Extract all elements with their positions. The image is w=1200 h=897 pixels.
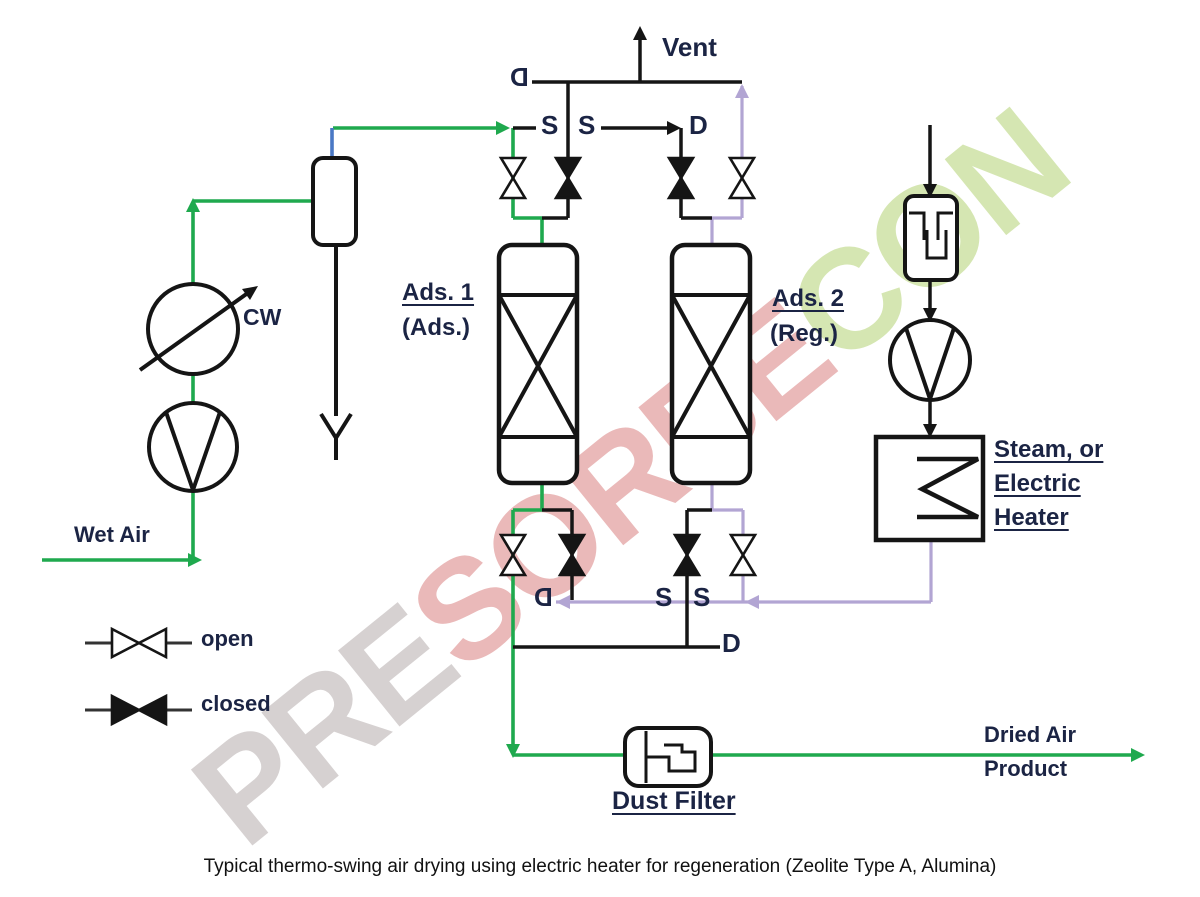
dried-air-label-line1: Dried Air (984, 722, 1077, 747)
valve-ads2-bottom-closed (672, 533, 702, 577)
cooler-symbol (138, 282, 258, 376)
valve-ads2-vent-open (727, 156, 757, 200)
connector-bottom-s-left: S (655, 582, 673, 612)
regen-blower-symbol (888, 318, 972, 402)
connector-bottom-s-right: S (693, 582, 711, 612)
connector-top-d-left: D (510, 62, 529, 92)
regen-inlet-line (923, 125, 937, 438)
connector-top-s-right: S (578, 110, 596, 140)
wet-air-label: Wet Air (74, 522, 150, 547)
valve-ads2-top-closed (666, 156, 696, 200)
valve-ads1-vent-closed (553, 156, 583, 200)
cw-label: CW (243, 304, 282, 330)
legend-open-valve-symbol (85, 626, 192, 660)
valve-ads1-bottom-closed (557, 533, 587, 577)
ads2-mode: (Reg.) (770, 320, 838, 347)
dust-filter-label: Dust Filter (612, 787, 736, 815)
valve-ads1-product-open (498, 533, 528, 577)
heater-symbol (873, 434, 986, 543)
heater-label-line1: Steam, or (994, 436, 1104, 463)
connector-top-s-left: S (541, 110, 559, 140)
legend-closed-valve-symbol (85, 693, 192, 727)
adsorber-2-vessel (669, 242, 753, 486)
separator-symbol (311, 156, 358, 460)
dust-filter-symbol (623, 726, 713, 788)
dried-air-label-line2: Product (984, 756, 1068, 781)
valve-ads2-regen-open (728, 533, 758, 577)
intake-filter-symbol (903, 194, 959, 282)
ads1-mode: (Ads.) (402, 314, 470, 341)
connector-bottom-d-right: D (722, 628, 741, 658)
adsorber-1-vessel (496, 242, 580, 486)
dried-air-line (506, 481, 1145, 762)
figure-caption: Typical thermo-swing air drying using el… (203, 856, 997, 877)
valve-ads1-feed-open (498, 156, 528, 200)
legend-closed-label: closed (201, 691, 271, 716)
vent-label: Vent (662, 32, 717, 62)
heater-label-line2: Electric (994, 470, 1081, 497)
wet-air-line (42, 121, 544, 567)
heater-label-line3: Heater (994, 504, 1069, 531)
feed-compressor-symbol (147, 401, 239, 493)
connector-bottom-d-left: D (534, 582, 553, 612)
regen-gas-line (556, 84, 933, 609)
bottom-manifold-lines (513, 508, 720, 649)
ads1-title: Ads. 1 (402, 279, 475, 306)
ads2-title: Ads. 2 (772, 285, 845, 312)
legend-open-label: open (201, 626, 254, 651)
connector-top-d-right: D (689, 110, 708, 140)
